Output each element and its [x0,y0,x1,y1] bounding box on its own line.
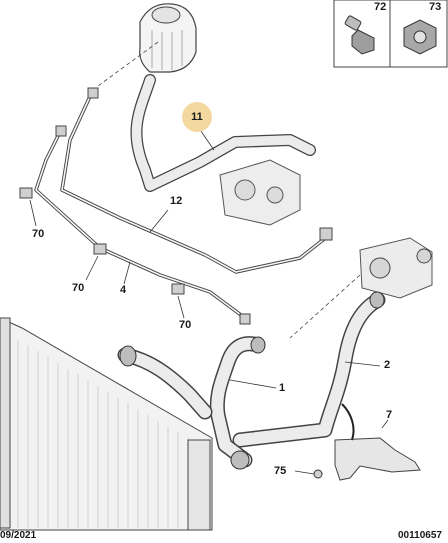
clip-70-b [93,243,107,255]
water-pump [219,159,301,226]
callout-75: 75 [274,465,287,477]
callout-70-b: 70 [72,282,85,294]
radiator [0,317,213,531]
hose-1 [209,336,266,468]
expansion-tank [139,3,197,73]
callout-73: 73 [429,1,442,13]
inset-parts [333,0,448,68]
nut-73-icon [403,19,437,55]
bracket-7 [334,403,421,481]
radiator-hose [117,345,213,420]
screw-75 [313,469,323,479]
callout-70-c: 70 [179,319,192,331]
footer-ref: 00110657 [398,530,442,541]
callout-11: 11 [182,102,212,132]
callout-7: 7 [386,409,393,421]
thermostat-housing [359,237,433,299]
hose-2 [232,292,386,448]
callout-1: 1 [279,382,286,394]
clip-70-a [19,187,33,199]
callout-2: 2 [384,359,391,371]
pipe-12-inner [61,91,329,273]
footer-date: 09/2021 [0,530,37,541]
callout-4: 4 [120,284,127,296]
clip-70-c [171,283,185,295]
callout-72: 72 [374,1,387,13]
callout-12: 12 [170,195,183,207]
callout-70-a: 70 [32,228,45,240]
bolt-72-icon [344,15,375,55]
hose-11 [130,74,316,192]
